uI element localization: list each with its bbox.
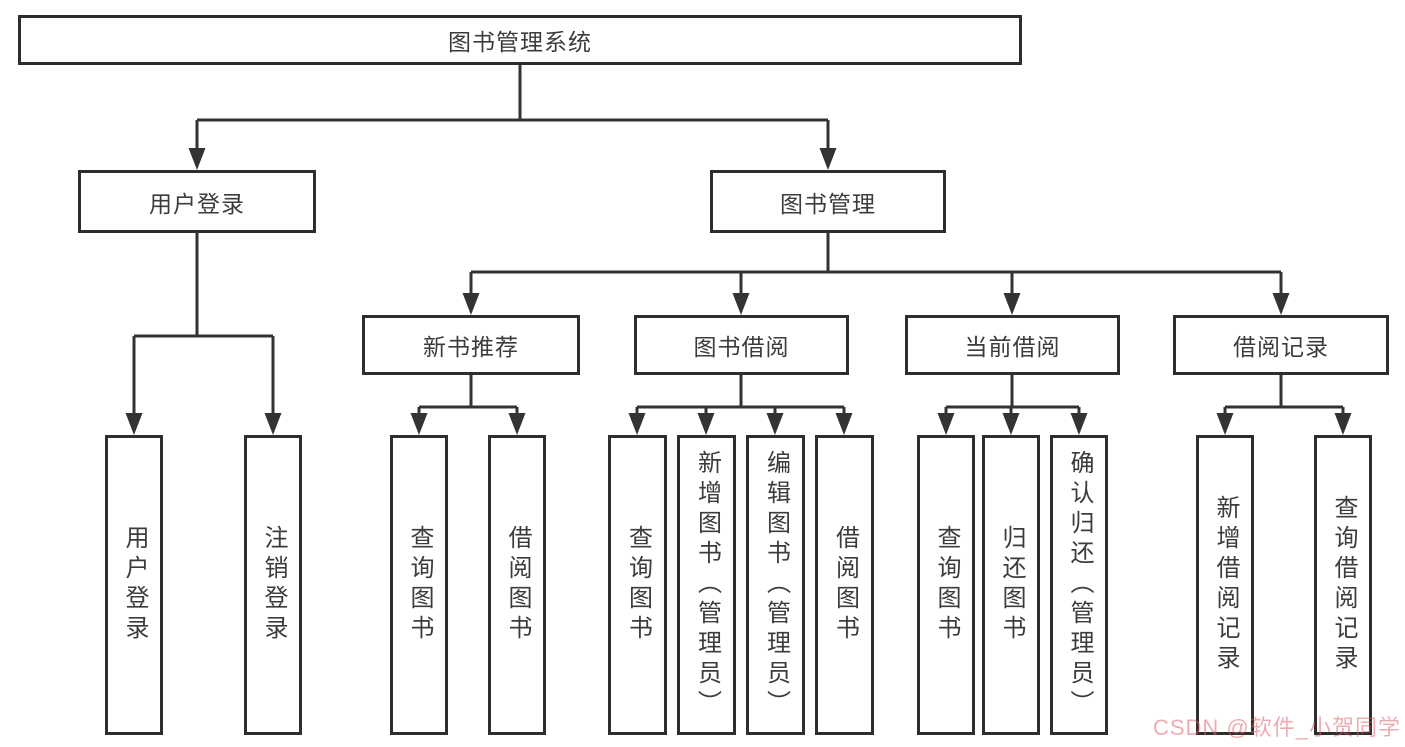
leaf-borrow-borrow-books: 借阅图书 <box>815 435 874 735</box>
leaf-current-query-books: 查询图书 <box>917 435 975 735</box>
node-label: 注销登录 <box>260 525 287 645</box>
node-book-management-branch: 图书管理 <box>710 170 946 233</box>
node-label: 查询图书 <box>933 525 960 645</box>
node-user-login-branch: 用户登录 <box>78 170 316 233</box>
node-label: 图书管理 <box>780 190 876 217</box>
csdn-watermark: CSDN @软件_小贺同学 <box>1152 715 1401 740</box>
leaf-records-query-borrow-record: 查询借阅记录 <box>1314 435 1372 735</box>
node-label: 用户登录 <box>149 190 245 217</box>
node-label: 新增图书（管理员） <box>693 450 721 720</box>
node-label: 借阅记录 <box>1233 334 1329 360</box>
node-new-book-recommend: 新书推荐 <box>362 315 580 375</box>
node-current-borrowing: 当前借阅 <box>905 315 1120 375</box>
node-label: 查询图书 <box>624 525 652 645</box>
node-book-borrowing: 图书借阅 <box>634 315 849 375</box>
node-label: 借阅图书 <box>831 525 859 645</box>
node-borrowing-records: 借阅记录 <box>1173 315 1389 375</box>
node-label: 用户登录 <box>121 525 148 645</box>
leaf-borrow-query-books: 查询图书 <box>608 435 667 735</box>
node-label: 借阅图书 <box>504 525 531 645</box>
node-library-management-system: 图书管理系统 <box>18 15 1022 65</box>
node-label: 查询图书 <box>406 525 433 645</box>
node-label: 当前借阅 <box>964 334 1061 360</box>
connector-lines <box>132 65 1345 417</box>
node-label: 新增借阅记录 <box>1212 495 1239 675</box>
leaf-borrow-add-books-admin: 新增图书（管理员） <box>677 435 736 735</box>
node-label: 图书借阅 <box>693 334 790 360</box>
leaf-borrow-edit-books-admin: 编辑图书（管理员） <box>746 435 805 735</box>
leaf-records-add-borrow-record: 新增借阅记录 <box>1196 435 1254 735</box>
leaf-newbook-borrow-books: 借阅图书 <box>488 435 546 735</box>
node-label: 查询借阅记录 <box>1330 495 1357 675</box>
leaf-user-login: 用户登录 <box>105 435 163 735</box>
node-label: 确认归还（管理员） <box>1066 450 1093 720</box>
leaf-logout: 注销登录 <box>244 435 302 735</box>
leaf-current-confirm-return-admin: 确认归还（管理员） <box>1050 435 1108 735</box>
node-label: 新书推荐 <box>423 334 519 360</box>
node-label: 编辑图书（管理员） <box>762 450 790 720</box>
leaf-current-return-books: 归还图书 <box>982 435 1040 735</box>
leaf-newbook-query-books: 查询图书 <box>390 435 448 735</box>
node-label: 归还图书 <box>998 525 1025 645</box>
node-label: 图书管理系统 <box>448 29 592 55</box>
